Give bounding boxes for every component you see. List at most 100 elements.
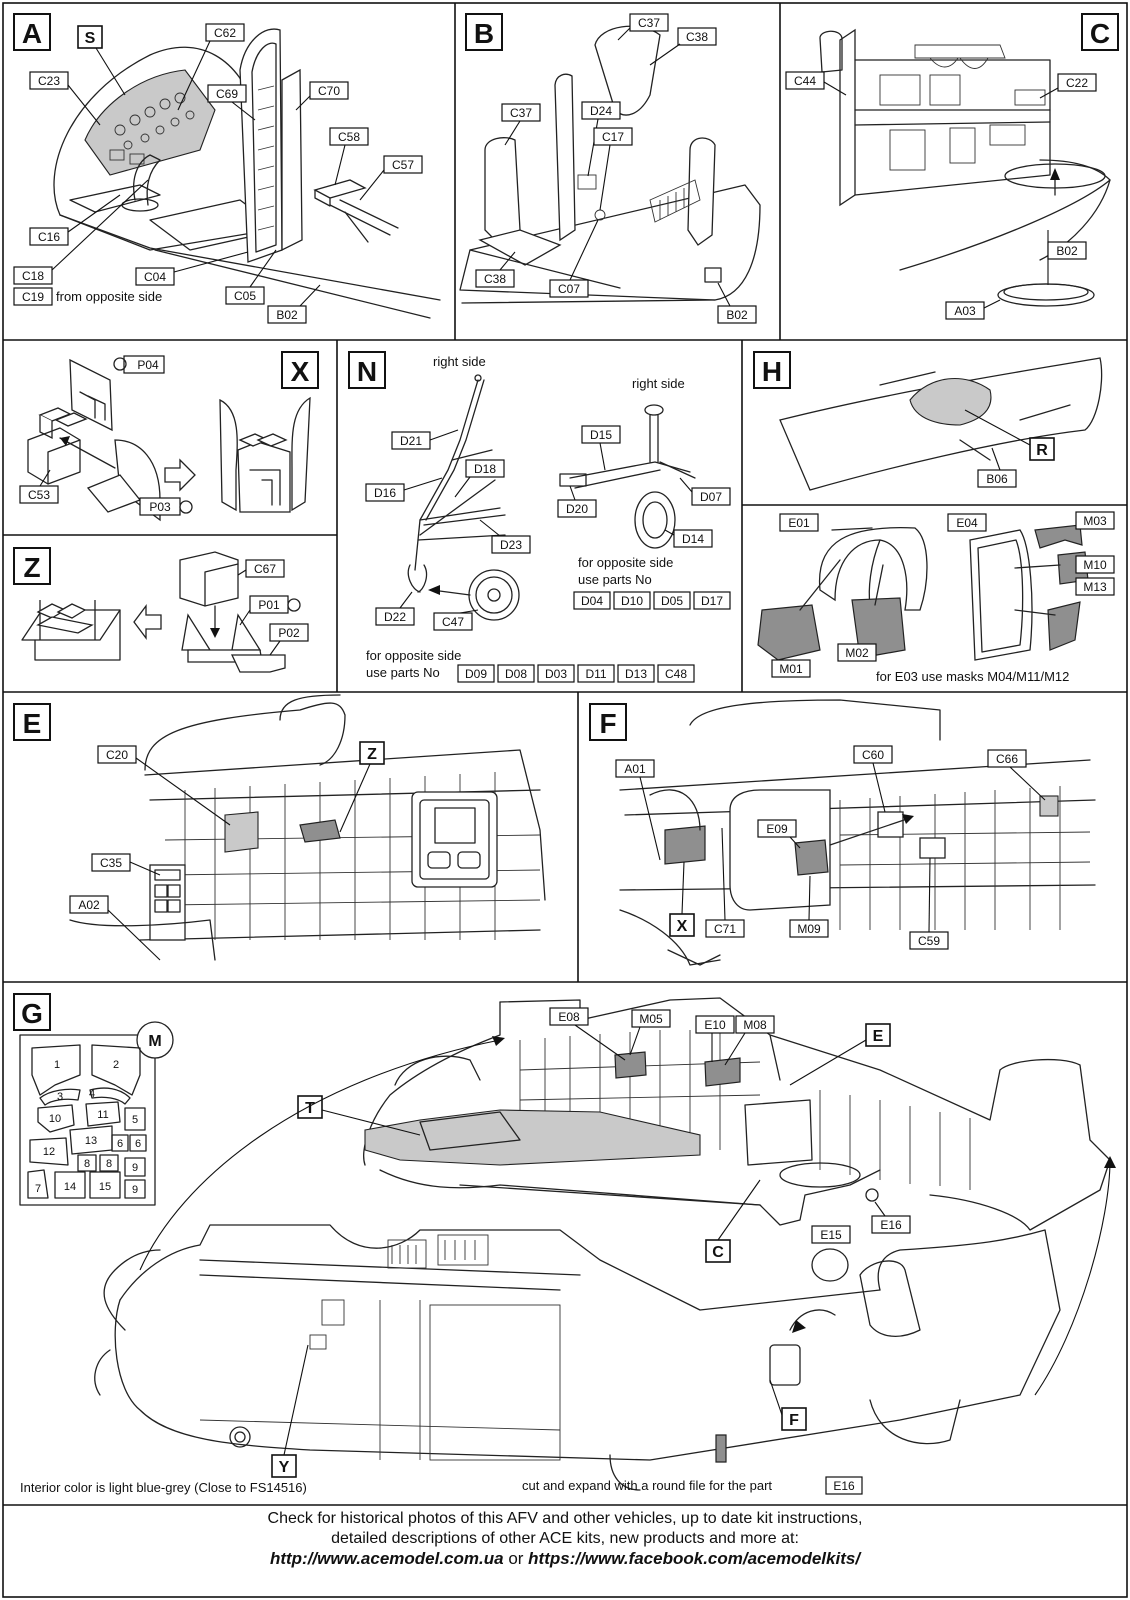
mask-labels: 1 2 3 4 10 11 5 13 12 6 6 8 8 9 7 14 15 … <box>35 1059 141 1196</box>
part-tag-C37-b: C37 <box>501 103 541 122</box>
svg-text:B02: B02 <box>1056 244 1078 258</box>
note-e03-masks: for E03 use masks M04/M11/M12 <box>876 669 1069 684</box>
section-G-letter: G <box>21 998 43 1029</box>
svg-text:D24: D24 <box>590 104 612 118</box>
section-f-drawing <box>619 699 1096 966</box>
section-B-marker: B <box>465 13 503 51</box>
footer-line-2: detailed descriptions of other ACE kits,… <box>331 1530 799 1547</box>
svg-text:B02: B02 <box>726 308 748 322</box>
part-tag-C22: C22 <box>1057 73 1097 92</box>
acemodel-link[interactable]: http://www.acemodel.com.ua <box>269 1549 504 1568</box>
svg-text:6: 6 <box>135 1138 141 1150</box>
section-G-marker: G <box>13 993 51 1031</box>
part-tag-C57: C57 <box>383 155 423 174</box>
svg-text:M03: M03 <box>1083 514 1107 528</box>
footer-links: http://www.acemodel.com.ua or https://ww… <box>0 1549 1130 1569</box>
svg-text:D21: D21 <box>400 434 422 448</box>
part-tag-C47: C47 <box>433 612 473 631</box>
svg-text:D14: D14 <box>682 532 704 546</box>
svg-text:M10: M10 <box>1083 558 1107 572</box>
svg-text:A03: A03 <box>954 304 976 318</box>
svg-text:C22: C22 <box>1066 76 1088 90</box>
section-e-drawing <box>69 694 546 961</box>
part-tag-P04: P04 <box>123 355 165 374</box>
svg-text:C70: C70 <box>318 84 340 98</box>
footer: Check for historical photos of this AFV … <box>0 1509 1130 1569</box>
svg-text:D18: D18 <box>474 462 496 476</box>
svg-text:8: 8 <box>84 1158 90 1170</box>
note-right-side-main: right side <box>433 354 486 369</box>
svg-text:C67: C67 <box>254 562 276 576</box>
svg-text:C69: C69 <box>216 87 238 101</box>
part-tag-M09: M09 <box>789 919 829 938</box>
part-tag-E10: E10 <box>695 1015 735 1034</box>
part-tag-M02: M02 <box>837 643 877 662</box>
section-A-letter: A <box>22 18 42 49</box>
svg-text:1: 1 <box>54 1059 60 1071</box>
tag-X-callout: X <box>669 913 695 937</box>
part-tag-C69: C69 <box>207 84 247 103</box>
svg-text:E09: E09 <box>766 822 788 836</box>
part-tag-D18: D18 <box>465 459 505 478</box>
svg-text:D16: D16 <box>374 486 396 500</box>
svg-text:C18: C18 <box>22 269 44 283</box>
part-tag-D21: D21 <box>391 431 431 450</box>
svg-text:12: 12 <box>43 1146 55 1158</box>
section-H-letter: H <box>762 356 782 387</box>
svg-text:A02: A02 <box>78 898 100 912</box>
callout-Z: Z <box>367 746 377 763</box>
part-tag-B02-b: B02 <box>717 305 757 324</box>
svg-text:D05: D05 <box>661 594 683 608</box>
svg-text:C44: C44 <box>794 74 816 88</box>
part-tag-E08: E08 <box>549 1007 589 1026</box>
part-tag-C16: C16 <box>29 227 69 246</box>
opposite-side-parts-small: D04 D10 D05 D17 <box>573 591 731 610</box>
part-tag-E16-b: E16 <box>825 1476 863 1495</box>
part-tag-E01: E01 <box>779 513 819 532</box>
svg-text:D22: D22 <box>384 610 406 624</box>
svg-text:4: 4 <box>89 1088 95 1100</box>
svg-text:10: 10 <box>49 1113 61 1125</box>
section-H-marker: H <box>753 351 791 389</box>
section-X-marker: X <box>281 351 319 389</box>
helicopter-side-view <box>94 1224 1061 1491</box>
tag-F-callout: F <box>781 1407 807 1431</box>
svg-text:D03: D03 <box>545 667 567 681</box>
part-tag-A01: A01 <box>615 759 655 778</box>
svg-text:D10: D10 <box>621 594 643 608</box>
svg-text:D20: D20 <box>566 502 588 516</box>
svg-text:P01: P01 <box>258 598 280 612</box>
callout-C: C <box>712 1244 724 1261</box>
fuselage-cutaway <box>363 997 1111 1231</box>
part-tag-M05: M05 <box>631 1009 671 1028</box>
note-opposite-side-big-2: use parts No <box>366 665 440 680</box>
tag-E-callout: E <box>865 1023 891 1047</box>
svg-text:14: 14 <box>64 1181 76 1193</box>
facebook-link[interactable]: https://www.facebook.com/acemodelkits/ <box>528 1549 861 1568</box>
part-tag-D20: D20 <box>557 499 597 518</box>
section-B-letter: B <box>474 18 494 49</box>
part-tag-C38-a: C38 <box>677 27 717 46</box>
svg-text:E16: E16 <box>833 1479 855 1493</box>
part-tag-C44: C44 <box>785 71 825 90</box>
part-tag-M08: M08 <box>735 1015 775 1034</box>
svg-text:C37: C37 <box>510 106 532 120</box>
note-interior-color: Interior color is light blue-grey (Close… <box>20 1480 307 1495</box>
part-tag-C60: C60 <box>853 745 893 764</box>
svg-text:P02: P02 <box>278 626 300 640</box>
svg-text:C53: C53 <box>28 488 50 502</box>
section-x-drawing <box>27 358 311 522</box>
rotate-icon <box>179 500 193 514</box>
section-z-drawing <box>21 551 286 673</box>
part-tag-M10: M10 <box>1075 555 1115 574</box>
svg-text:E16: E16 <box>880 1218 902 1232</box>
callout-F: F <box>789 1412 799 1429</box>
svg-text:C60: C60 <box>862 748 884 762</box>
link-separator: or <box>503 1549 529 1568</box>
part-tag-D15: D15 <box>581 425 621 444</box>
tag-S: S <box>77 25 103 49</box>
footer-line-1: Check for historical photos of this AFV … <box>267 1510 863 1527</box>
svg-text:D07: D07 <box>700 490 722 504</box>
